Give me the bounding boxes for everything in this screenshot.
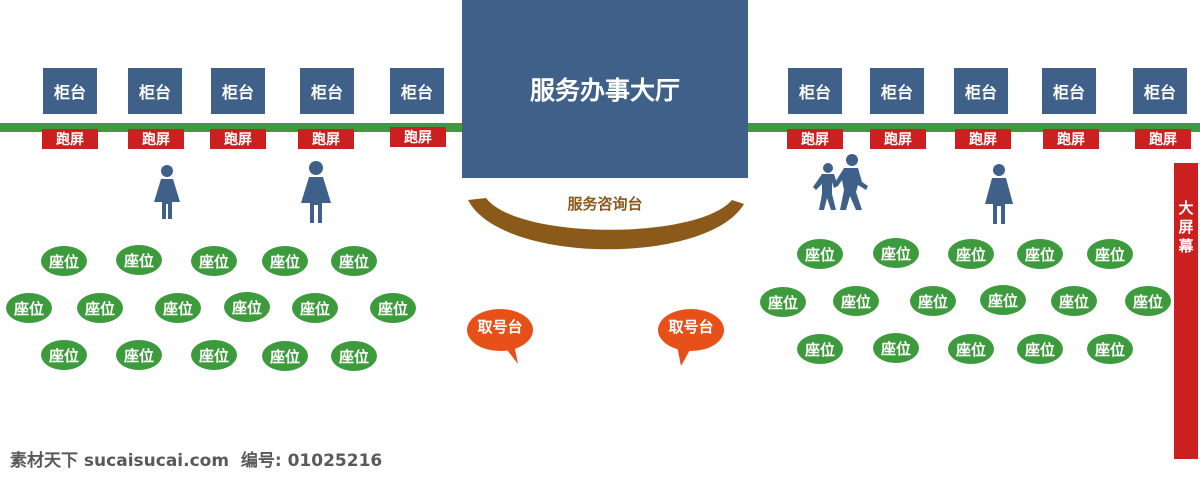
service-hall-block: 服务办事大厅 [462,0,748,178]
seat: 座位 [77,293,123,323]
service-desk-label: 服务咨询台 [567,195,643,213]
ticker-right-2: 跑屏 [870,129,926,149]
seat: 座位 [797,334,843,364]
woman-icon [301,161,331,223]
seat: 座位 [1087,334,1133,364]
seat: 座位 [1017,334,1063,364]
counter-left-3: 柜台 [211,68,265,114]
counter-left-2: 柜台 [128,68,182,114]
ticker-left-5: 跑屏 [390,127,446,147]
people-walking-icon [813,154,868,210]
ticket-machine-right: 取号台 [657,308,725,366]
seat: 座位 [191,246,237,276]
big-screen-label: 大屏幕 [1178,199,1194,255]
service-desk-arc [468,198,744,250]
ticket-machine-left-label: 取号台 [477,318,523,336]
seat: 座位 [797,239,843,269]
seat: 座位 [292,293,338,323]
seat: 座位 [116,340,162,370]
watermark: 素材天下 sucaisucai.com 编号: 01025216 [10,451,383,471]
seat: 座位 [873,333,919,363]
ticker-right-4: 跑屏 [1043,129,1099,149]
ticker-left-3: 跑屏 [210,129,266,149]
speech-bubble-icon [467,309,533,364]
seat: 座位 [1125,286,1171,316]
speech-bubble-icon [658,309,724,366]
seat: 座位 [1051,286,1097,316]
seat: 座位 [224,292,270,322]
ticket-machine-right-label: 取号台 [668,318,714,336]
ticket-machine-left: 取号台 [466,308,534,364]
seat: 座位 [116,245,162,275]
counter-right-5: 柜台 [1133,68,1187,114]
seat: 座位 [873,238,919,268]
green-band-left [0,123,462,132]
ticker-right-3: 跑屏 [955,129,1011,149]
counter-left-5: 柜台 [390,68,444,114]
woman-icon [154,165,180,219]
counter-left-4: 柜台 [300,68,354,114]
seat: 座位 [41,246,87,276]
green-band-right [748,123,1200,132]
seat: 座位 [370,293,416,323]
ticker-right-1: 跑屏 [787,129,843,149]
seat: 座位 [948,239,994,269]
seat: 座位 [1087,239,1133,269]
ticker-left-2: 跑屏 [128,129,184,149]
seat: 座位 [980,285,1026,315]
counter-right-3: 柜台 [954,68,1008,114]
big-screen: 大屏幕 [1174,163,1198,459]
seat: 座位 [760,287,806,317]
seat: 座位 [262,341,308,371]
seat: 座位 [910,286,956,316]
counter-right-4: 柜台 [1042,68,1096,114]
ticker-right-5: 跑屏 [1135,129,1191,149]
seat: 座位 [331,341,377,371]
counter-right-1: 柜台 [788,68,842,114]
seat: 座位 [262,246,308,276]
seat: 座位 [1017,239,1063,269]
woman-icon [985,164,1013,224]
seat: 座位 [191,340,237,370]
seat: 座位 [6,293,52,323]
counter-left-1: 柜台 [43,68,97,114]
counter-right-2: 柜台 [870,68,924,114]
seat: 座位 [155,293,201,323]
seat: 座位 [833,286,879,316]
ticker-left-1: 跑屏 [42,129,98,149]
ticker-left-4: 跑屏 [298,129,354,149]
seat: 座位 [948,334,994,364]
seat: 座位 [331,246,377,276]
seat: 座位 [41,340,87,370]
